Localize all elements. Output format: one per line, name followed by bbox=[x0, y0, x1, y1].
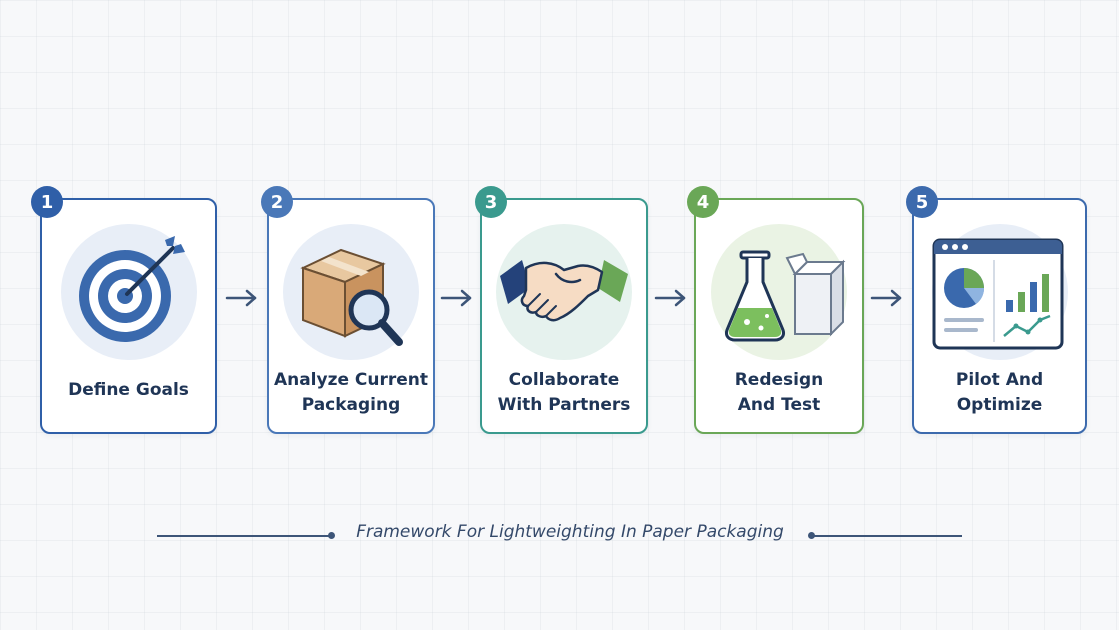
step-card-redesign-and-test: Redesign And Test bbox=[694, 198, 864, 434]
package-magnifier-icon bbox=[300, 248, 403, 346]
caption-rule-right bbox=[812, 535, 962, 537]
step-number-badge: 5 bbox=[906, 186, 938, 218]
arrow-right-icon bbox=[225, 289, 257, 307]
step-card-define-goals: Define Goals bbox=[40, 198, 217, 434]
dashboard-icon bbox=[932, 238, 1063, 350]
step-number-badge: 2 bbox=[261, 186, 293, 218]
step-card-analyze-current-packaging: Analyze Current Packaging bbox=[267, 198, 435, 434]
arrow-right-icon bbox=[654, 289, 686, 307]
target-icon bbox=[78, 236, 185, 342]
icon-background bbox=[283, 224, 419, 360]
step-label: Pilot And Optimize bbox=[955, 370, 1044, 415]
diagram-caption: Framework For Lightweighting In Paper Pa… bbox=[356, 522, 784, 542]
flask-box-icon bbox=[725, 250, 846, 342]
arrow-right-icon bbox=[870, 289, 902, 307]
step-number-badge: 4 bbox=[687, 186, 719, 218]
caption-dot-left bbox=[328, 532, 335, 539]
icon-background bbox=[60, 224, 197, 360]
icon-background bbox=[496, 224, 632, 360]
caption-rule-left bbox=[157, 535, 331, 537]
step-label: Redesign And Test bbox=[734, 370, 824, 415]
icon-background bbox=[711, 224, 847, 360]
handshake-icon bbox=[500, 260, 628, 322]
step-label: Collaborate With Partners bbox=[497, 370, 631, 415]
step-number-badge: 1 bbox=[31, 186, 63, 218]
arrow-right-icon bbox=[440, 289, 472, 307]
icon-background bbox=[931, 224, 1068, 360]
step-label: Define Goals bbox=[68, 380, 189, 400]
caption-dot-right bbox=[808, 532, 815, 539]
step-number-badge: 3 bbox=[475, 186, 507, 218]
step-label: Analyze Current Packaging bbox=[273, 370, 429, 415]
step-card-collaborate-with-partners: Collaborate With Partners bbox=[480, 198, 648, 434]
step-card-pilot-and-optimize: Pilot And Optimize bbox=[912, 198, 1087, 434]
